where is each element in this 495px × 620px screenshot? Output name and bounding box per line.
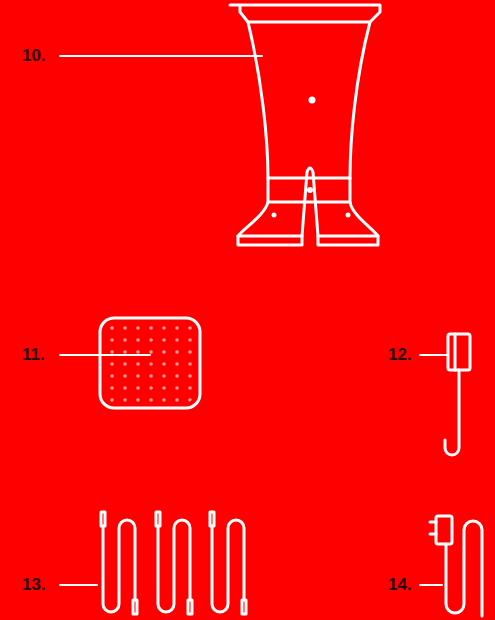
cable [103,520,135,612]
callout-number: 11. [22,345,45,365]
callout-number: 14. [388,575,412,595]
callout-number: 12. [388,345,412,365]
adhesive-pad [100,318,200,408]
cable [212,520,244,612]
usb-receiver [445,334,470,455]
leader-lines [60,56,447,585]
cable-plug [210,512,214,526]
cable-plug [156,512,160,526]
cable-plug [101,512,105,526]
cables [101,512,246,614]
power-adapter [430,516,482,616]
stand [230,5,380,245]
callout-number: 10. [22,46,46,66]
cable-plug [133,600,137,614]
cable-plug [242,600,246,614]
cable-plug [188,600,192,614]
cable [158,520,190,612]
callout-number: 13. [22,575,46,595]
